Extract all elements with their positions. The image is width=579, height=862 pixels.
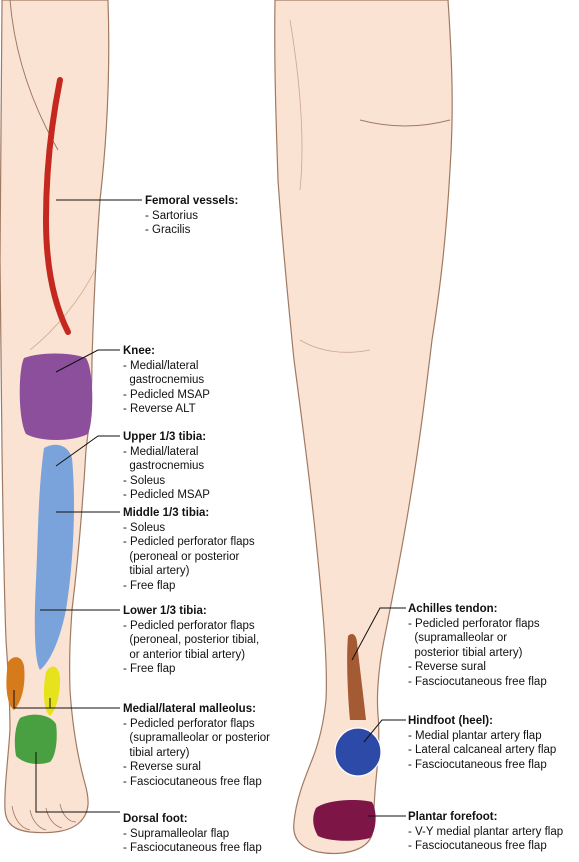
lower-tibia-title: Lower 1/3 tibia: — [123, 605, 207, 617]
achilles-item: (supramalleolar or — [408, 632, 508, 645]
leader-malleolus — [13, 690, 120, 709]
lower-tibia-item: - Pedicled perforator flaps — [123, 619, 255, 632]
lower-tibia-item: (peroneal, posterior tibial, — [123, 634, 260, 647]
upper-tibia-item: - Medial/lateral — [123, 445, 199, 458]
lower-tibia-label: Lower 1/3 tibia: - Pedicled perforator f… — [123, 604, 259, 677]
upper-tibia-item: - Pedicled MSAP — [123, 489, 210, 502]
leader-upper-tibia — [55, 435, 120, 467]
lower-tibia-item: or anterior tibial artery) — [123, 648, 246, 661]
knee-item: gastrocnemius — [123, 374, 205, 387]
popliteal-crease — [299, 339, 371, 353]
dorsal-foot-label: Dorsal foot: - Supramalleolar flap - Fas… — [123, 812, 262, 856]
forefoot-region — [313, 800, 376, 841]
knee-item: - Reverse ALT — [123, 403, 196, 416]
knee-item: - Medial/lateral — [123, 359, 199, 372]
posterior-leg-outline — [274, 0, 453, 855]
middle-tibia-item: - Free flap — [123, 579, 176, 592]
medial-malleolus-region — [43, 666, 60, 716]
leader-hindfoot — [363, 719, 406, 743]
dorsal-foot-item: - Fasciocutaneous free flap — [123, 842, 262, 855]
hindfoot-item: - Fasciocutaneous free flap — [408, 758, 547, 771]
tibia-region — [34, 444, 74, 670]
achilles-label: Achilles tendon: - Pedicled perforator f… — [408, 602, 547, 690]
gluteal-fold — [359, 119, 451, 127]
femoral-label: Femoral vessels: - Sartorius - Gracilis — [145, 194, 238, 238]
malleolus-label: Medial/lateral malleolus: - Pedicled per… — [123, 702, 270, 790]
upper-tibia-item: - Soleus — [123, 474, 166, 487]
achilles-title: Achilles tendon: — [408, 603, 498, 615]
middle-tibia-label: Middle 1/3 tibia: - Soleus - Pedicled pe… — [123, 506, 255, 594]
hindfoot-title: Hindfoot (heel): — [408, 715, 493, 727]
leader-knee — [55, 349, 120, 373]
forefoot-label: Plantar forefoot: - V-Y medial plantar a… — [408, 810, 563, 854]
hindfoot-region — [334, 727, 382, 777]
malleolus-item: (supramalleolar or posterior — [123, 732, 271, 745]
achilles-item: - Pedicled perforator flaps — [408, 617, 540, 630]
leader-achilles — [351, 607, 406, 661]
malleolus-title: Medial/lateral malleolus: — [123, 703, 256, 715]
knee-region — [19, 353, 93, 440]
middle-tibia-title: Middle 1/3 tibia: — [123, 507, 210, 519]
malleolus-item: tibial artery) — [123, 746, 190, 759]
upper-tibia-title: Upper 1/3 tibia: — [123, 431, 207, 443]
achilles-item: - Fasciocutaneous free flap — [408, 675, 547, 688]
hindfoot-item: - Medial plantar artery flap — [408, 729, 542, 742]
lateral-malleolus-region — [6, 657, 25, 710]
dorsal-foot-title: Dorsal foot: — [123, 813, 188, 825]
middle-tibia-item: - Soleus — [123, 521, 166, 534]
leader-lines — [13, 199, 406, 817]
knee-item: - Pedicled MSAP — [123, 388, 210, 401]
leader-dorsal-foot — [35, 752, 120, 813]
hindfoot-item: - Lateral calcaneal artery flap — [408, 744, 557, 757]
achilles-item: posterior tibial artery) — [408, 646, 523, 659]
forefoot-item: - V-Y medial plantar artery flap — [408, 825, 564, 838]
middle-tibia-item: - Pedicled perforator flaps — [123, 536, 255, 549]
femoral-item: - Sartorius — [145, 209, 199, 222]
upper-tibia-item: gastrocnemius — [123, 460, 205, 473]
anterior-toes — [11, 803, 77, 831]
inner-thigh-line — [289, 19, 303, 191]
malleolus-item: - Fasciocutaneous free flap — [123, 775, 262, 788]
femoral-vessel-line — [42, 77, 71, 335]
forefoot-item: - Fasciocutaneous free flap — [408, 840, 547, 853]
malleolus-item: - Reverse sural — [123, 761, 201, 774]
middle-tibia-item: tibial artery) — [123, 565, 190, 578]
forefoot-title: Plantar forefoot: — [408, 811, 498, 823]
hindfoot-label: Hindfoot (heel): - Medial plantar artery… — [408, 714, 556, 772]
malleolus-item: - Pedicled perforator flaps — [123, 717, 255, 730]
dorsal-foot-item: - Supramalleolar flap — [123, 827, 230, 840]
anterior-knee-line — [29, 269, 96, 351]
middle-tibia-item: (peroneal or posterior — [123, 550, 240, 563]
femoral-item: - Gracilis — [145, 224, 191, 237]
dorsal-foot-region — [14, 714, 57, 764]
upper-tibia-label: Upper 1/3 tibia: - Medial/lateral gastro… — [123, 430, 210, 503]
lower-tibia-item: - Free flap — [123, 663, 176, 676]
knee-label: Knee: - Medial/lateral gastrocnemius - P… — [123, 344, 210, 417]
posterior-leg — [274, 0, 453, 855]
knee-title: Knee: — [123, 345, 155, 357]
achilles-region — [347, 634, 366, 720]
femoral-title: Femoral vessels: — [145, 195, 239, 207]
achilles-item: - Reverse sural — [408, 661, 486, 674]
